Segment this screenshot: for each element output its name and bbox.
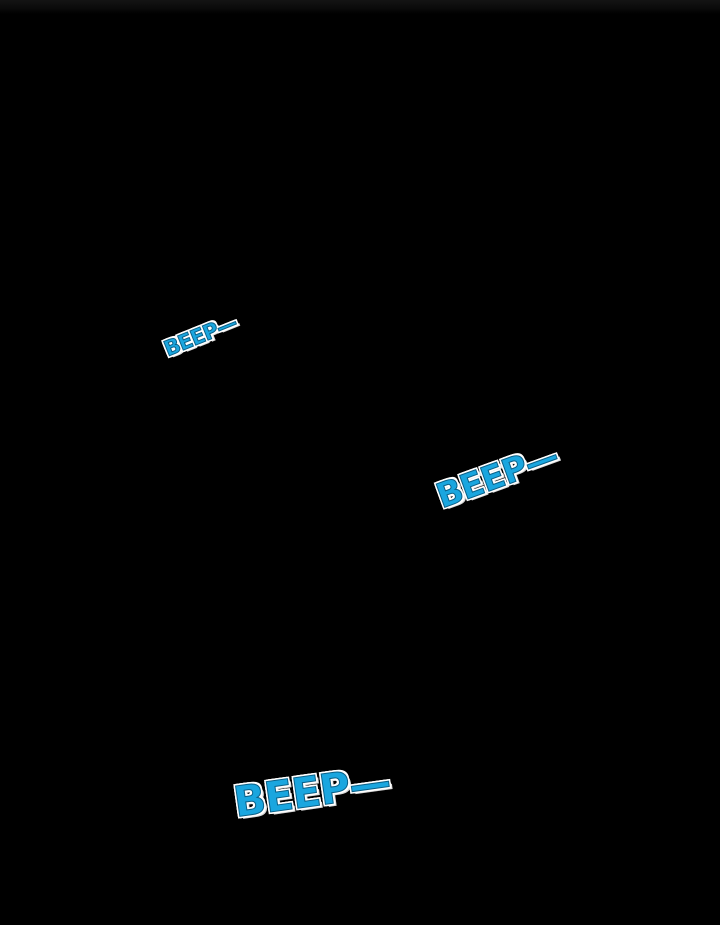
beep-sound-effect-medium: BEEP— (431, 436, 564, 518)
beep-sound-effect-small: BEEP— (160, 310, 241, 362)
beep-sound-effect-large: BEEP— (230, 756, 394, 827)
top-edge-strip (0, 0, 720, 14)
